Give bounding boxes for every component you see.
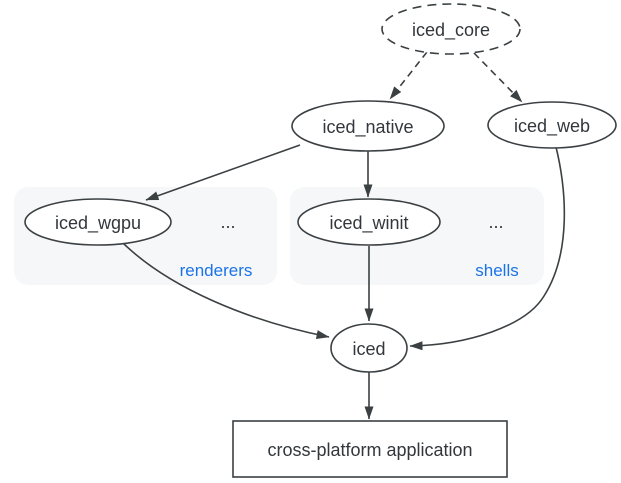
node-iced-shape xyxy=(330,323,408,373)
node-iced-web-label: iced_web xyxy=(514,116,590,137)
edge-iced-core-to-iced-native xyxy=(389,51,428,100)
edge-iced-web-to-iced xyxy=(409,146,566,351)
edge-iced-native-to-iced-wgpu xyxy=(145,144,301,201)
node-application-shape xyxy=(232,420,508,478)
node-iced-core-shape xyxy=(381,3,521,55)
node-iced-wgpu-shape xyxy=(24,198,172,246)
group-renderers-ellipsis: ... xyxy=(220,212,235,232)
node-iced-label: iced xyxy=(352,339,385,359)
edge-iced-core-to-iced-web xyxy=(473,52,523,103)
node-iced-core-label: iced_core xyxy=(412,20,490,41)
node-iced-native-shape xyxy=(291,100,445,152)
group-shells-label: shells xyxy=(475,261,518,280)
group-shells-ellipsis: ... xyxy=(488,212,503,232)
node-application-label: cross-platform application xyxy=(267,440,472,460)
edge-iced-wgpu-to-iced xyxy=(123,243,330,339)
node-iced-wgpu-label: iced_wgpu xyxy=(55,213,141,234)
node-iced-native-label: iced_native xyxy=(322,117,413,138)
node-iced-web-shape xyxy=(487,101,617,149)
node-iced-winit-label: iced_winit xyxy=(329,213,408,234)
node-iced-winit-shape xyxy=(297,198,441,246)
group-renderers-label: renderers xyxy=(180,261,253,280)
